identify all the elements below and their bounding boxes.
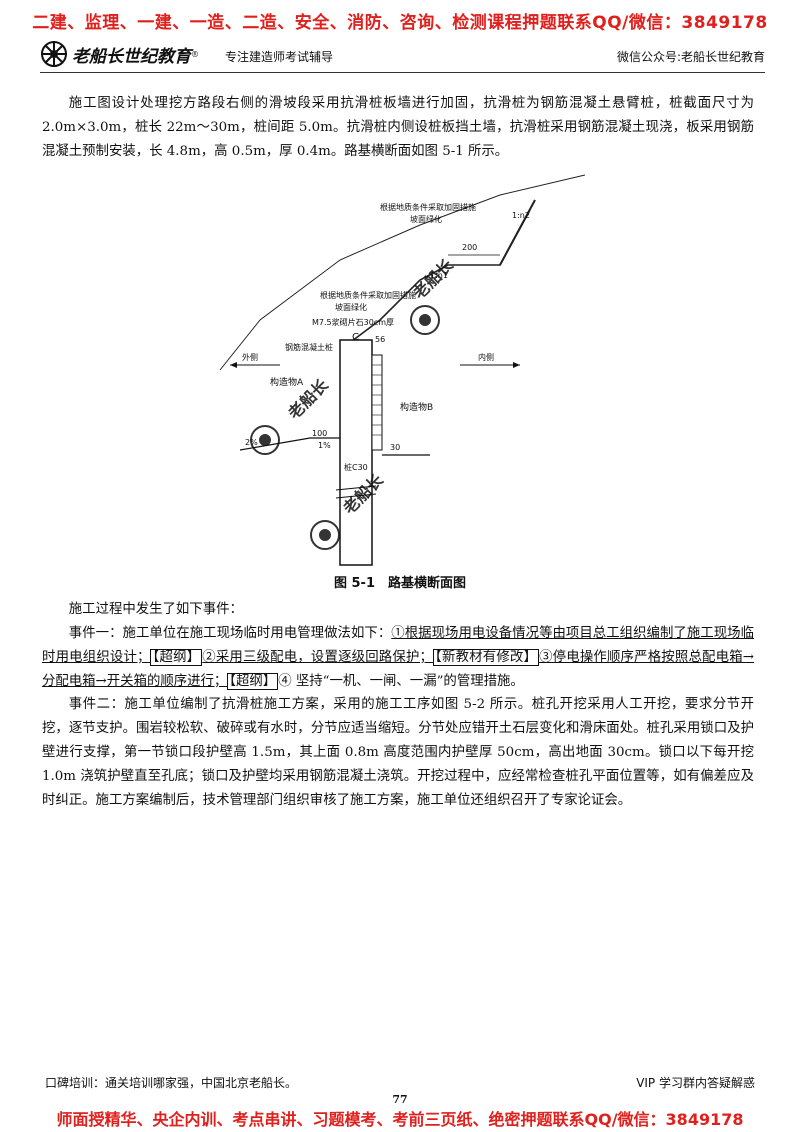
page-header: 老船长世纪教育 ® 专注建造师考试辅导 微信公众号:老船长世纪教育 xyxy=(40,40,765,74)
top-contact-banner: 二建、监理、一建、一造、二造、安全、消防、咨询、检测课程押题联系QQ/微信：38… xyxy=(32,13,768,33)
event-one-lead: 事件一：施工单位在施工现场临时用电管理做法如下： xyxy=(68,626,392,641)
event-one-item-1: ①根据现场用电设备情况等由项目总工组织编制了施工现场临时用电组织设计； xyxy=(42,626,754,665)
registered-mark: ® xyxy=(191,49,199,59)
label-top-measures: 根据地质条件采取加固措施 xyxy=(380,202,476,212)
tag-outline-exceeded: 【超纲】 xyxy=(227,673,279,690)
label-56: 56 xyxy=(375,335,385,344)
footer-slogan: 口碑培训：通关培训哪家强，中国北京老船长。 xyxy=(45,1076,298,1090)
label-dim-200: 200 xyxy=(462,243,477,252)
bottom-contact-banner: 师面授精华、央企内训、考点串讲、习题模考、考前三页纸、绝密押题联系QQ/微信：3… xyxy=(56,1110,744,1129)
logo-text: 老船长世纪教育 xyxy=(72,46,191,67)
label-mid-green: 坡面绿化 xyxy=(335,302,367,312)
header-divider xyxy=(40,72,765,73)
plate-hatching xyxy=(372,364,382,436)
ground-line xyxy=(219,174,586,371)
tag-new-textbook: 【新教材有修改】 xyxy=(432,649,540,666)
label-m75: M7.5浆砌片石30cm厚 xyxy=(312,317,394,327)
label-inner: 内侧 xyxy=(478,352,494,362)
label-30: 30 xyxy=(390,443,400,452)
subgrade-cross-section-figure: 根据地质条件采取加固措施 坡面绿化 1:n2 200 1:n1 根据地质条件采取… xyxy=(200,170,600,570)
slope-protection-line xyxy=(499,199,536,266)
event-one-item-3: ③停电操作顺序严格按照总配电箱→分配电箱→开关箱的顺序进行； xyxy=(42,650,754,689)
event-one-item-2: ②采用三级配电，设置逐级回路保护； xyxy=(202,650,433,665)
label-1pct: 1% xyxy=(318,441,331,450)
paragraph-event-one: 事件一：施工单位在施工现场临时用电管理做法如下：①根据现场用电设备情况等由项目总… xyxy=(42,622,754,694)
watermark-wheel-icon xyxy=(250,305,440,550)
label-mid-measures: 根据地质条件采取加固措施 xyxy=(320,290,416,300)
paragraph-intro: 施工图设计处理挖方路段右侧的滑坡段采用抗滑桩板墙进行加固，抗滑桩为钢筋混凝土悬臂… xyxy=(42,96,754,159)
label-struct-b: 构造物B xyxy=(400,401,433,413)
page-number: 77 xyxy=(392,1093,408,1106)
label-slope-1n1: 1:n1 xyxy=(430,271,448,280)
reinforced-concrete-pile xyxy=(339,339,373,566)
label-c30: 桩C30 xyxy=(344,462,368,472)
label-struct-a: 构造物A xyxy=(270,376,304,388)
label-c: C xyxy=(352,332,359,343)
retaining-plate-wall xyxy=(371,354,383,451)
label-pile: 钢筋混凝土桩 xyxy=(285,342,333,352)
footer-vip: VIP 学习群内答疑解惑 xyxy=(636,1076,755,1090)
roadbed-left xyxy=(239,437,340,451)
event-one-item-4: ④ 坚持“一机、一闸、一漏”的管理措施。 xyxy=(278,674,524,689)
label-100: 100 xyxy=(312,429,327,438)
paragraph-events-intro: 施工过程中发生了如下事件： xyxy=(68,602,243,617)
watermark-text: 老船长 xyxy=(409,255,458,304)
figure-caption: 图 5-1 路基横断面图 xyxy=(333,576,466,591)
header-wechat: 微信公众号:老船长世纪教育 xyxy=(616,50,765,64)
pile-break-mark xyxy=(335,493,377,499)
pile-break-mark xyxy=(335,485,377,491)
label-slope-1n2: 1:n2 xyxy=(512,211,530,220)
header-slogan: 专注建造师考试辅导 xyxy=(225,50,334,64)
brand-logo: 老船长世纪教育 ® xyxy=(40,40,199,68)
tag-outline-exceeded: 【超纲】 xyxy=(150,649,203,666)
label-top-green: 坡面绿化 xyxy=(410,214,442,224)
label-outer: 外侧 xyxy=(242,352,258,362)
paragraph-event-two: 事件二：施工单位编制了抗滑桩施工方案，采用的施工工序如图 5-2 所示。桩孔开挖… xyxy=(42,697,754,808)
ship-wheel-icon xyxy=(41,41,67,67)
